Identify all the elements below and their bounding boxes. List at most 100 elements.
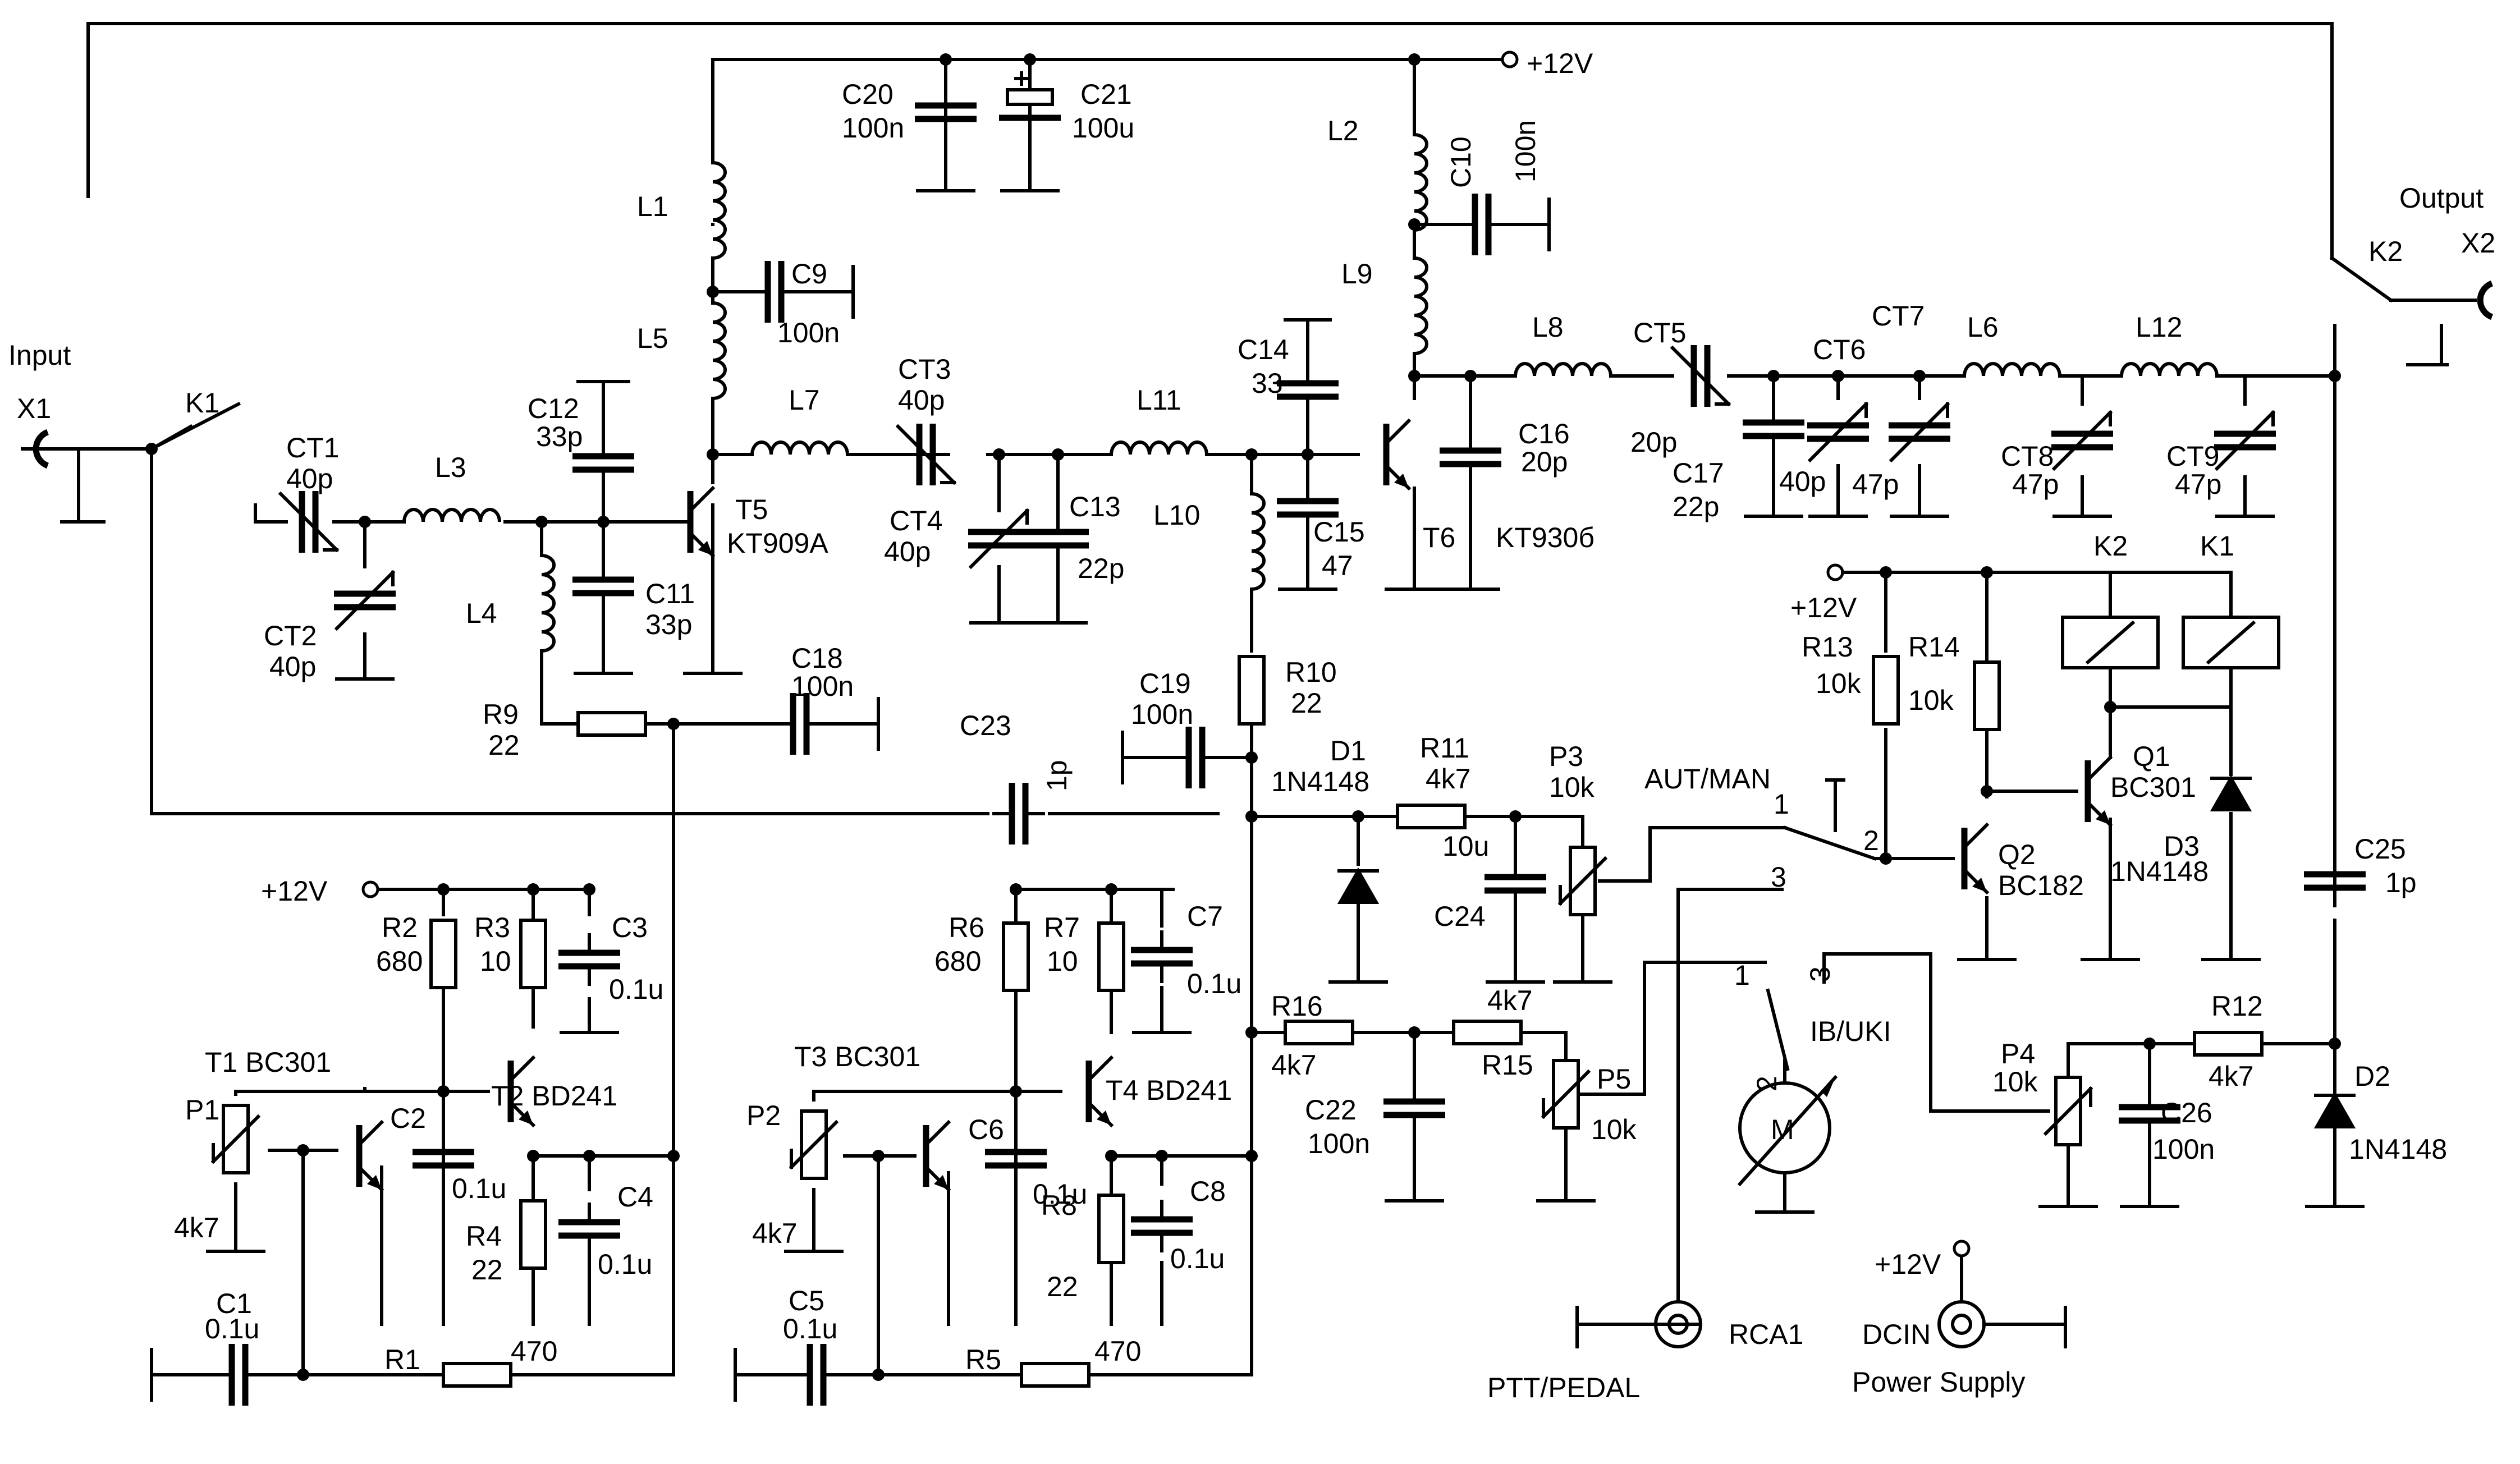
relay-contact-k1 [149, 401, 241, 452]
t2-label: T2 BD241 [491, 1080, 617, 1112]
v12-power-label: +12V [1875, 1249, 1941, 1280]
ct5-value: 20p [1630, 426, 1677, 458]
r16-value: 4k7 [1271, 1049, 1317, 1081]
p2-value: 4k7 [752, 1218, 798, 1249]
capacitor-c14 [1277, 365, 1339, 415]
trimmer-ct2 [334, 572, 396, 628]
p2-label: P2 [746, 1100, 781, 1131]
r3-label: R3 [474, 912, 510, 943]
r15-label: R15 [1482, 1049, 1533, 1081]
l7-label: L7 [789, 384, 820, 416]
capacitor-c11 [572, 562, 634, 611]
inductor-l4 [542, 556, 554, 651]
l9-label: L9 [1341, 258, 1373, 290]
capacitor-c17 [1743, 405, 1804, 454]
t6-label: T6 [1423, 522, 1455, 553]
aut-man-pin-3: 3 [1771, 861, 1786, 893]
ct4-value: 40p [884, 536, 931, 567]
output-jack-x2 [2412, 280, 2494, 366]
trimmer-ct1 [281, 491, 337, 553]
motor-m [1737, 1075, 1838, 1212]
d2-label: D2 [2354, 1061, 2390, 1092]
t6-value: KT930б [1496, 522, 1595, 553]
c3-value: 0.1u [609, 974, 663, 1005]
transistor-q2 [1964, 825, 1987, 892]
ct9-label: CT9 [2166, 440, 2219, 472]
capacitor-c7 [1131, 932, 1193, 981]
resistor-r1 [443, 1364, 511, 1386]
q2-value: BC182 [1998, 870, 2084, 901]
capacitor-c23 [994, 783, 1043, 845]
c2-label: C2 [390, 1103, 426, 1134]
c20-value: 100n [842, 112, 904, 144]
capacitor-c16 [1440, 433, 1501, 482]
c23-value: 1p [1041, 760, 1073, 791]
c5-value: 0.1u [783, 1313, 837, 1344]
c4-label: C4 [617, 1181, 653, 1213]
c21-value: 100u [1072, 112, 1134, 144]
c5-label: C5 [789, 1285, 824, 1316]
c16-label: C16 [1518, 418, 1570, 449]
c9-value: 100n [777, 317, 840, 348]
c24-value: 10u [1442, 830, 1489, 862]
c4-value: 0.1u [598, 1249, 652, 1280]
inductor-l8 [1515, 364, 1611, 376]
c22-label: C22 [1305, 1094, 1357, 1126]
k1-label: K1 [185, 387, 219, 419]
ct6-value: 40p [1779, 466, 1826, 497]
c11-label: C11 [645, 578, 695, 609]
resistor-r14 [1974, 662, 1999, 729]
r13-value: 10k [1816, 668, 1862, 699]
c23-label: C23 [960, 710, 1011, 741]
trimmer-ct6 [1807, 404, 1869, 460]
c12-label: C12 [528, 393, 579, 424]
terminal-12v-left [363, 882, 378, 897]
r8-label: R8 [1041, 1190, 1077, 1221]
ct8-value: 47p [2012, 469, 2059, 500]
inductor-l7 [752, 442, 847, 455]
c1-label: C1 [216, 1288, 252, 1319]
v12-relay-label: +12V [1790, 592, 1857, 623]
capacitor-c5 [792, 1344, 841, 1406]
trimmer-ct5 [1673, 345, 1729, 407]
potentiometer-p2 [786, 1111, 842, 1251]
r3-value: 10 [480, 946, 511, 977]
c11-value: 33p [645, 609, 692, 640]
c13-value: 22p [1078, 553, 1124, 584]
potentiometer-p4 [2040, 1077, 2096, 1206]
c6-value: 0.1u [1033, 1178, 1087, 1210]
inductor-l3 [404, 510, 500, 522]
p5-label: P5 [1597, 1063, 1631, 1095]
l3-label: L3 [435, 452, 466, 483]
r5-label: R5 [965, 1344, 1001, 1375]
r2-value: 680 [376, 946, 423, 977]
r7-value: 10 [1047, 946, 1078, 977]
ct2-value: 40p [269, 651, 316, 682]
labels: Input X1 Output X2 K1 K2 K2 K1 +12V +12V… [8, 48, 2495, 1403]
transistor-t1 [359, 1122, 382, 1190]
l8-label: L8 [1532, 311, 1564, 343]
inductor-l6 [1964, 364, 2060, 376]
r1-value: 470 [511, 1336, 557, 1367]
trimmer-ct9 [2214, 412, 2276, 469]
resistor-r8 [1099, 1195, 1124, 1263]
c24-label: C24 [1434, 901, 1486, 932]
r9-value: 22 [488, 729, 520, 761]
c26-label: C26 [2161, 1097, 2212, 1128]
c6-label: C6 [968, 1114, 1004, 1145]
c10-label: C10 [1445, 136, 1477, 188]
transistor-t6 [1386, 421, 1409, 488]
v12-top-label: +12V [1527, 48, 1593, 79]
q1-label: Q1 [2133, 741, 2170, 772]
r6-label: R6 [949, 912, 984, 943]
terminal-12v-power [1954, 1241, 1969, 1256]
d1-label: D1 [1330, 735, 1366, 767]
c12-value: 33p [536, 421, 583, 452]
c26-value: 100n [2152, 1133, 2215, 1165]
t3-label: T3 BC301 [794, 1041, 920, 1072]
r2-label: R2 [382, 912, 418, 943]
t4-label: T4 BD241 [1106, 1075, 1232, 1106]
aut-man-pin-1: 1 [1774, 788, 1789, 820]
wiring [33, 22, 2477, 1376]
